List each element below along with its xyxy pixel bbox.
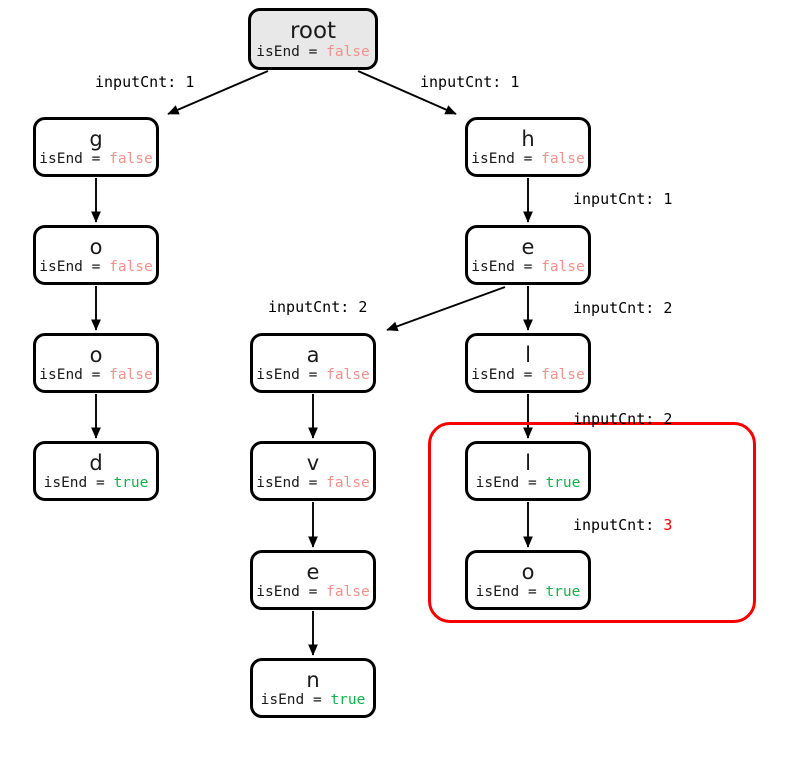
flag-value: false — [326, 366, 370, 383]
node-isend-flag: isEnd = true — [476, 584, 581, 600]
lbl-root-g: inputCnt: 1 — [95, 74, 194, 90]
flag-key: isEnd = — [43, 474, 114, 491]
edge-label-text: inputCnt: — [573, 516, 664, 534]
flag-value: false — [109, 258, 153, 275]
lbl-e-l: inputCnt: 2 — [573, 300, 672, 316]
edge-label-text: inputCnt: — [573, 410, 664, 428]
lbl-e-a: inputCnt: 2 — [268, 299, 367, 315]
edge-label-text: inputCnt: — [420, 73, 511, 91]
flag-key: isEnd = — [39, 150, 110, 167]
edge-label-value: 3 — [663, 516, 673, 534]
node-isend-flag: isEnd = false — [256, 367, 370, 383]
flag-key: isEnd = — [39, 366, 110, 383]
node-label: o — [89, 234, 103, 259]
flag-value: true — [545, 583, 581, 600]
node-isend-flag: isEnd = true — [261, 692, 366, 708]
node-isend-flag: isEnd = false — [256, 584, 370, 600]
node-isend-flag: isEnd = true — [44, 475, 149, 491]
node-isend-flag: isEnd = true — [476, 475, 581, 491]
highlight-llo — [428, 422, 756, 623]
node-label: e — [306, 559, 320, 584]
node-label: root — [289, 17, 337, 44]
node-isend-flag: isEnd = false — [471, 367, 585, 383]
flag-value: true — [545, 474, 581, 491]
edge-label-value: 1 — [510, 73, 520, 91]
flag-value: false — [109, 366, 153, 383]
flag-value: false — [326, 474, 370, 491]
edge-label-text: inputCnt: — [573, 299, 664, 317]
edge-label-value: 2 — [663, 410, 673, 428]
node-isend-flag: isEnd = false — [256, 44, 370, 60]
flag-value: false — [109, 150, 153, 167]
edge-label-value: 1 — [663, 190, 673, 208]
node-isend-flag: isEnd = false — [39, 367, 153, 383]
lbl-l-o: inputCnt: 3 — [573, 517, 672, 533]
flag-value: false — [326, 43, 370, 60]
edge-label-text: inputCnt: — [573, 190, 664, 208]
node-isend-flag: isEnd = false — [39, 259, 153, 275]
flag-key: isEnd = — [256, 474, 327, 491]
flag-value: true — [330, 691, 366, 708]
node-label: g — [89, 126, 103, 151]
edge-label-value: 2 — [663, 299, 673, 317]
edge-label-value: 1 — [185, 73, 195, 91]
edge-e1-to-a — [386, 286, 506, 331]
node-label: n — [306, 667, 320, 692]
flag-key: isEnd = — [471, 366, 542, 383]
node-label: a — [306, 342, 320, 367]
node-isend-flag: isEnd = false — [256, 475, 370, 491]
lbl-l-l: inputCnt: 2 — [573, 411, 672, 427]
node-label: l — [525, 450, 531, 475]
edge-label-text: inputCnt: — [95, 73, 186, 91]
flag-value: true — [113, 474, 149, 491]
edge-label-text: inputCnt: — [268, 298, 359, 316]
flag-key: isEnd = — [475, 583, 546, 600]
edge-label-value: 2 — [358, 298, 368, 316]
flag-key: isEnd = — [256, 366, 327, 383]
flag-value: false — [326, 583, 370, 600]
flag-key: isEnd = — [256, 43, 327, 60]
node-isend-flag: isEnd = false — [39, 151, 153, 167]
node-label: l — [525, 342, 531, 367]
node-label: e — [521, 234, 535, 259]
flag-key: isEnd = — [471, 258, 542, 275]
lbl-h-e: inputCnt: 1 — [573, 191, 672, 207]
node-label: o — [521, 559, 535, 584]
flag-key: isEnd = — [260, 691, 331, 708]
flag-value: false — [541, 150, 585, 167]
flag-key: isEnd = — [475, 474, 546, 491]
node-isend-flag: isEnd = false — [471, 151, 585, 167]
node-label: v — [306, 450, 320, 475]
flag-value: false — [541, 258, 585, 275]
node-label: d — [89, 450, 103, 475]
flag-key: isEnd = — [471, 150, 542, 167]
node-label: h — [521, 126, 535, 151]
flag-key: isEnd = — [256, 583, 327, 600]
flag-value: false — [541, 366, 585, 383]
flag-key: isEnd = — [39, 258, 110, 275]
node-isend-flag: isEnd = false — [471, 259, 585, 275]
node-label: o — [89, 342, 103, 367]
lbl-root-h: inputCnt: 1 — [420, 74, 519, 90]
